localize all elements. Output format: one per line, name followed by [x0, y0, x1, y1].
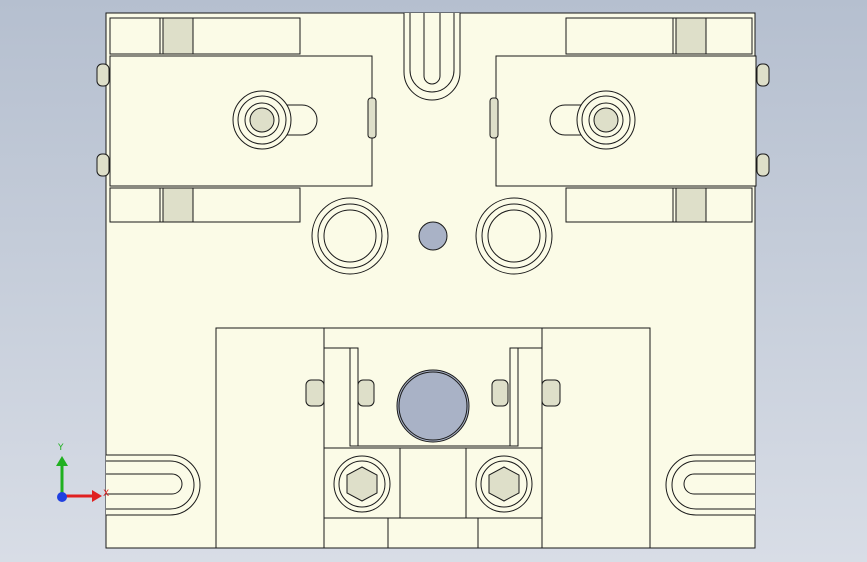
triad-y-arrow-icon	[56, 456, 68, 466]
left-clamp-side-nub	[367, 97, 377, 139]
center-pin-hole[interactable]	[418, 221, 448, 251]
triad-z-origin-icon	[57, 492, 67, 502]
upper-right-key	[675, 17, 707, 55]
right-roller	[541, 379, 561, 407]
top-center-slot[interactable]	[403, 13, 461, 101]
right-pin-bottom	[756, 153, 770, 177]
upper-left-strip[interactable]	[109, 17, 301, 55]
left-pin-bottom	[96, 153, 110, 177]
upper-right-strip[interactable]	[565, 17, 753, 55]
left-pin-top	[96, 63, 110, 87]
lower-left-key	[162, 187, 194, 223]
right-inner-roller	[491, 379, 509, 407]
top-center-slot-inner	[409, 13, 455, 93]
bottom-right-slot[interactable]	[665, 454, 755, 516]
lower-right-key	[675, 187, 707, 223]
lower-left-strip[interactable]	[109, 187, 301, 223]
triad-y-label: Y	[58, 443, 64, 453]
coordinate-triad	[56, 456, 102, 502]
left-inner-roller	[357, 379, 375, 407]
upper-left-key	[162, 17, 194, 55]
center-bore[interactable]	[396, 369, 470, 443]
right-pin-top	[756, 63, 770, 87]
left-roller	[305, 379, 325, 407]
right-clamp-side-nub	[489, 97, 499, 139]
triad-x-label: X	[103, 489, 110, 499]
triad-x-arrow-icon	[92, 490, 102, 502]
top-center-slot-core	[423, 13, 441, 85]
lower-right-strip[interactable]	[565, 187, 753, 223]
bottom-foot[interactable]	[323, 517, 543, 549]
bottom-left-slot[interactable]	[106, 454, 201, 516]
